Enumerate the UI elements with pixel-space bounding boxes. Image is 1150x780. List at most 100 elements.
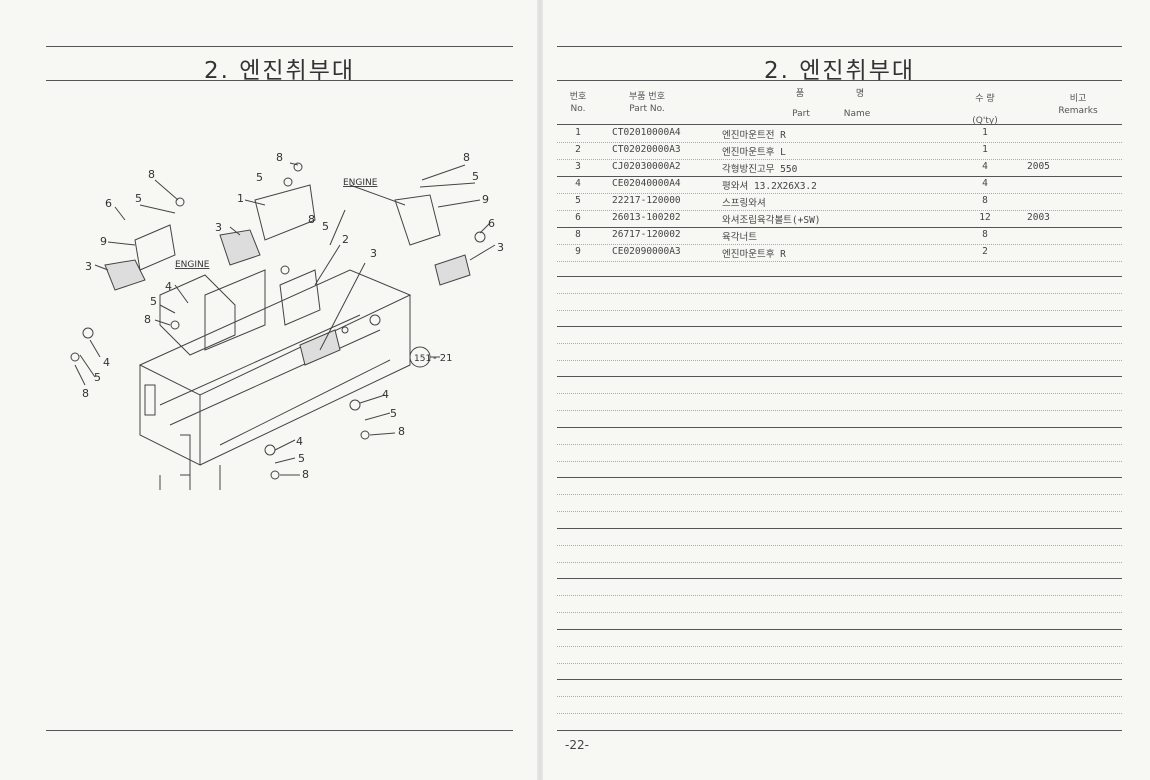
nut-2 <box>283 177 293 187</box>
cell-name: 육각너트 <box>722 232 757 243</box>
leader-lines <box>74 162 496 476</box>
engine-label-left: ENGINE <box>175 260 210 270</box>
blank-rule-solid <box>557 528 1122 529</box>
nut-4 <box>170 320 180 330</box>
callout-2: 2 <box>342 233 349 246</box>
frame-legs <box>159 465 221 490</box>
cell-no: 2 <box>575 144 581 155</box>
cell-name: 엔진마운트전 R <box>722 130 786 141</box>
cell-part: 26717-120002 <box>612 229 681 240</box>
blank-rule-dotted <box>557 461 1122 462</box>
callout-8b: 8 <box>148 168 155 181</box>
right-title-top-rule <box>557 46 1122 47</box>
header-name-en2: Name <box>843 109 871 119</box>
blank-rule-dotted <box>557 410 1122 411</box>
frame-cross-members <box>159 314 391 446</box>
cell-part: 26013-100202 <box>612 212 681 223</box>
callout-5c: 5 <box>150 295 157 308</box>
cell-name: 엔진마운트후 R <box>722 249 786 260</box>
callout-8d: 8 <box>308 213 315 226</box>
blank-rule-solid <box>557 730 1122 731</box>
cell-name: 각형방진고무 550 <box>722 164 798 175</box>
row-separator <box>557 159 1122 160</box>
callout-8e: 8 <box>463 151 470 164</box>
blank-rule-solid <box>557 427 1122 428</box>
header-name-kr1: 품 <box>795 89 805 99</box>
ref-suffix: - 21 <box>433 353 453 364</box>
callout-9a: 9 <box>100 235 107 248</box>
cell-part: 22217-120000 <box>612 195 681 206</box>
cell-qty: 8 <box>982 195 988 206</box>
callout-6b: 6 <box>488 217 495 230</box>
page-number: -22- <box>565 738 589 752</box>
callout-3a: 3 <box>215 221 222 234</box>
blank-rule-solid <box>557 629 1122 630</box>
nut-8 <box>270 470 280 480</box>
cell-part: CE02040000A4 <box>612 178 681 189</box>
cell-qty: 12 <box>979 212 991 223</box>
frame-rail-top <box>138 269 412 396</box>
header-no-en: No. <box>570 104 586 114</box>
page-fold <box>537 0 543 780</box>
row-separator <box>557 142 1122 143</box>
cell-no: 5 <box>575 195 581 206</box>
blank-rule-solid <box>557 477 1122 478</box>
right-title-bottom-rule <box>557 80 1122 81</box>
blank-rule-dotted <box>557 612 1122 613</box>
callout-4a: 4 <box>165 280 172 293</box>
callout-3d: 3 <box>497 241 504 254</box>
header-remarks-en: Remarks <box>1058 106 1098 116</box>
blank-rule-dotted <box>557 293 1122 294</box>
blank-rule-dotted <box>557 343 1122 344</box>
cell-no: 6 <box>575 212 581 223</box>
callout-8c: 8 <box>144 313 151 326</box>
header-qty: 수 량 (Q'ty) <box>962 88 1008 132</box>
cell-name: 스프링와셔 <box>722 198 766 209</box>
row-separator <box>557 261 1122 262</box>
engine-mount-rear-l <box>279 269 321 326</box>
nut-5 <box>70 352 80 362</box>
header-no-kr: 번호 <box>569 92 587 102</box>
left-support-plate <box>159 274 236 356</box>
callout-5a: 5 <box>256 171 263 184</box>
frame-hole <box>369 314 381 326</box>
header-qty-kr: 수 량 <box>975 94 995 104</box>
callout-5d: 5 <box>322 220 329 233</box>
frame-rail-front <box>199 295 411 466</box>
blank-rule-dotted <box>557 360 1122 361</box>
cell-name: 와셔조립육각볼트(+SW) <box>722 215 821 226</box>
callout-4b: 4 <box>103 356 110 369</box>
nut-6 <box>280 265 290 275</box>
callout-9b: 9 <box>482 193 489 206</box>
callout-8a: 8 <box>276 151 283 164</box>
callout-3c: 3 <box>370 247 377 260</box>
cell-remarks: 2003 <box>1027 212 1050 223</box>
callout-4c: 4 <box>382 388 389 401</box>
engine-mount-front-r <box>254 184 316 241</box>
frame-rail-side <box>139 365 201 466</box>
right-page-title: 2. 엔진취부대 <box>763 58 916 84</box>
nut-1 <box>175 197 185 207</box>
row-separator <box>557 193 1122 194</box>
callout-5b: 5 <box>135 192 142 205</box>
blank-rule-dotted <box>557 696 1122 697</box>
callout-1: 1 <box>237 192 244 205</box>
blank-rule-dotted <box>557 595 1122 596</box>
row-separator <box>557 227 1122 228</box>
header-remarks-kr: 비고 <box>1069 94 1087 104</box>
cell-qty: 8 <box>982 229 988 240</box>
cell-part: CT02020000A3 <box>612 144 681 155</box>
callout-8f: 8 <box>82 387 89 400</box>
cell-qty: 1 <box>982 144 988 155</box>
row-separator <box>557 244 1122 245</box>
washer-1 <box>82 327 94 339</box>
blank-rule-dotted <box>557 646 1122 647</box>
blank-rule-dotted <box>557 545 1122 546</box>
blank-rule-solid <box>557 679 1122 680</box>
blank-rule-dotted <box>557 562 1122 563</box>
bolt-head <box>474 231 486 243</box>
cell-no: 9 <box>575 246 581 257</box>
nut-3 <box>293 162 303 172</box>
washer-3 <box>264 444 276 456</box>
left-page <box>0 0 540 780</box>
